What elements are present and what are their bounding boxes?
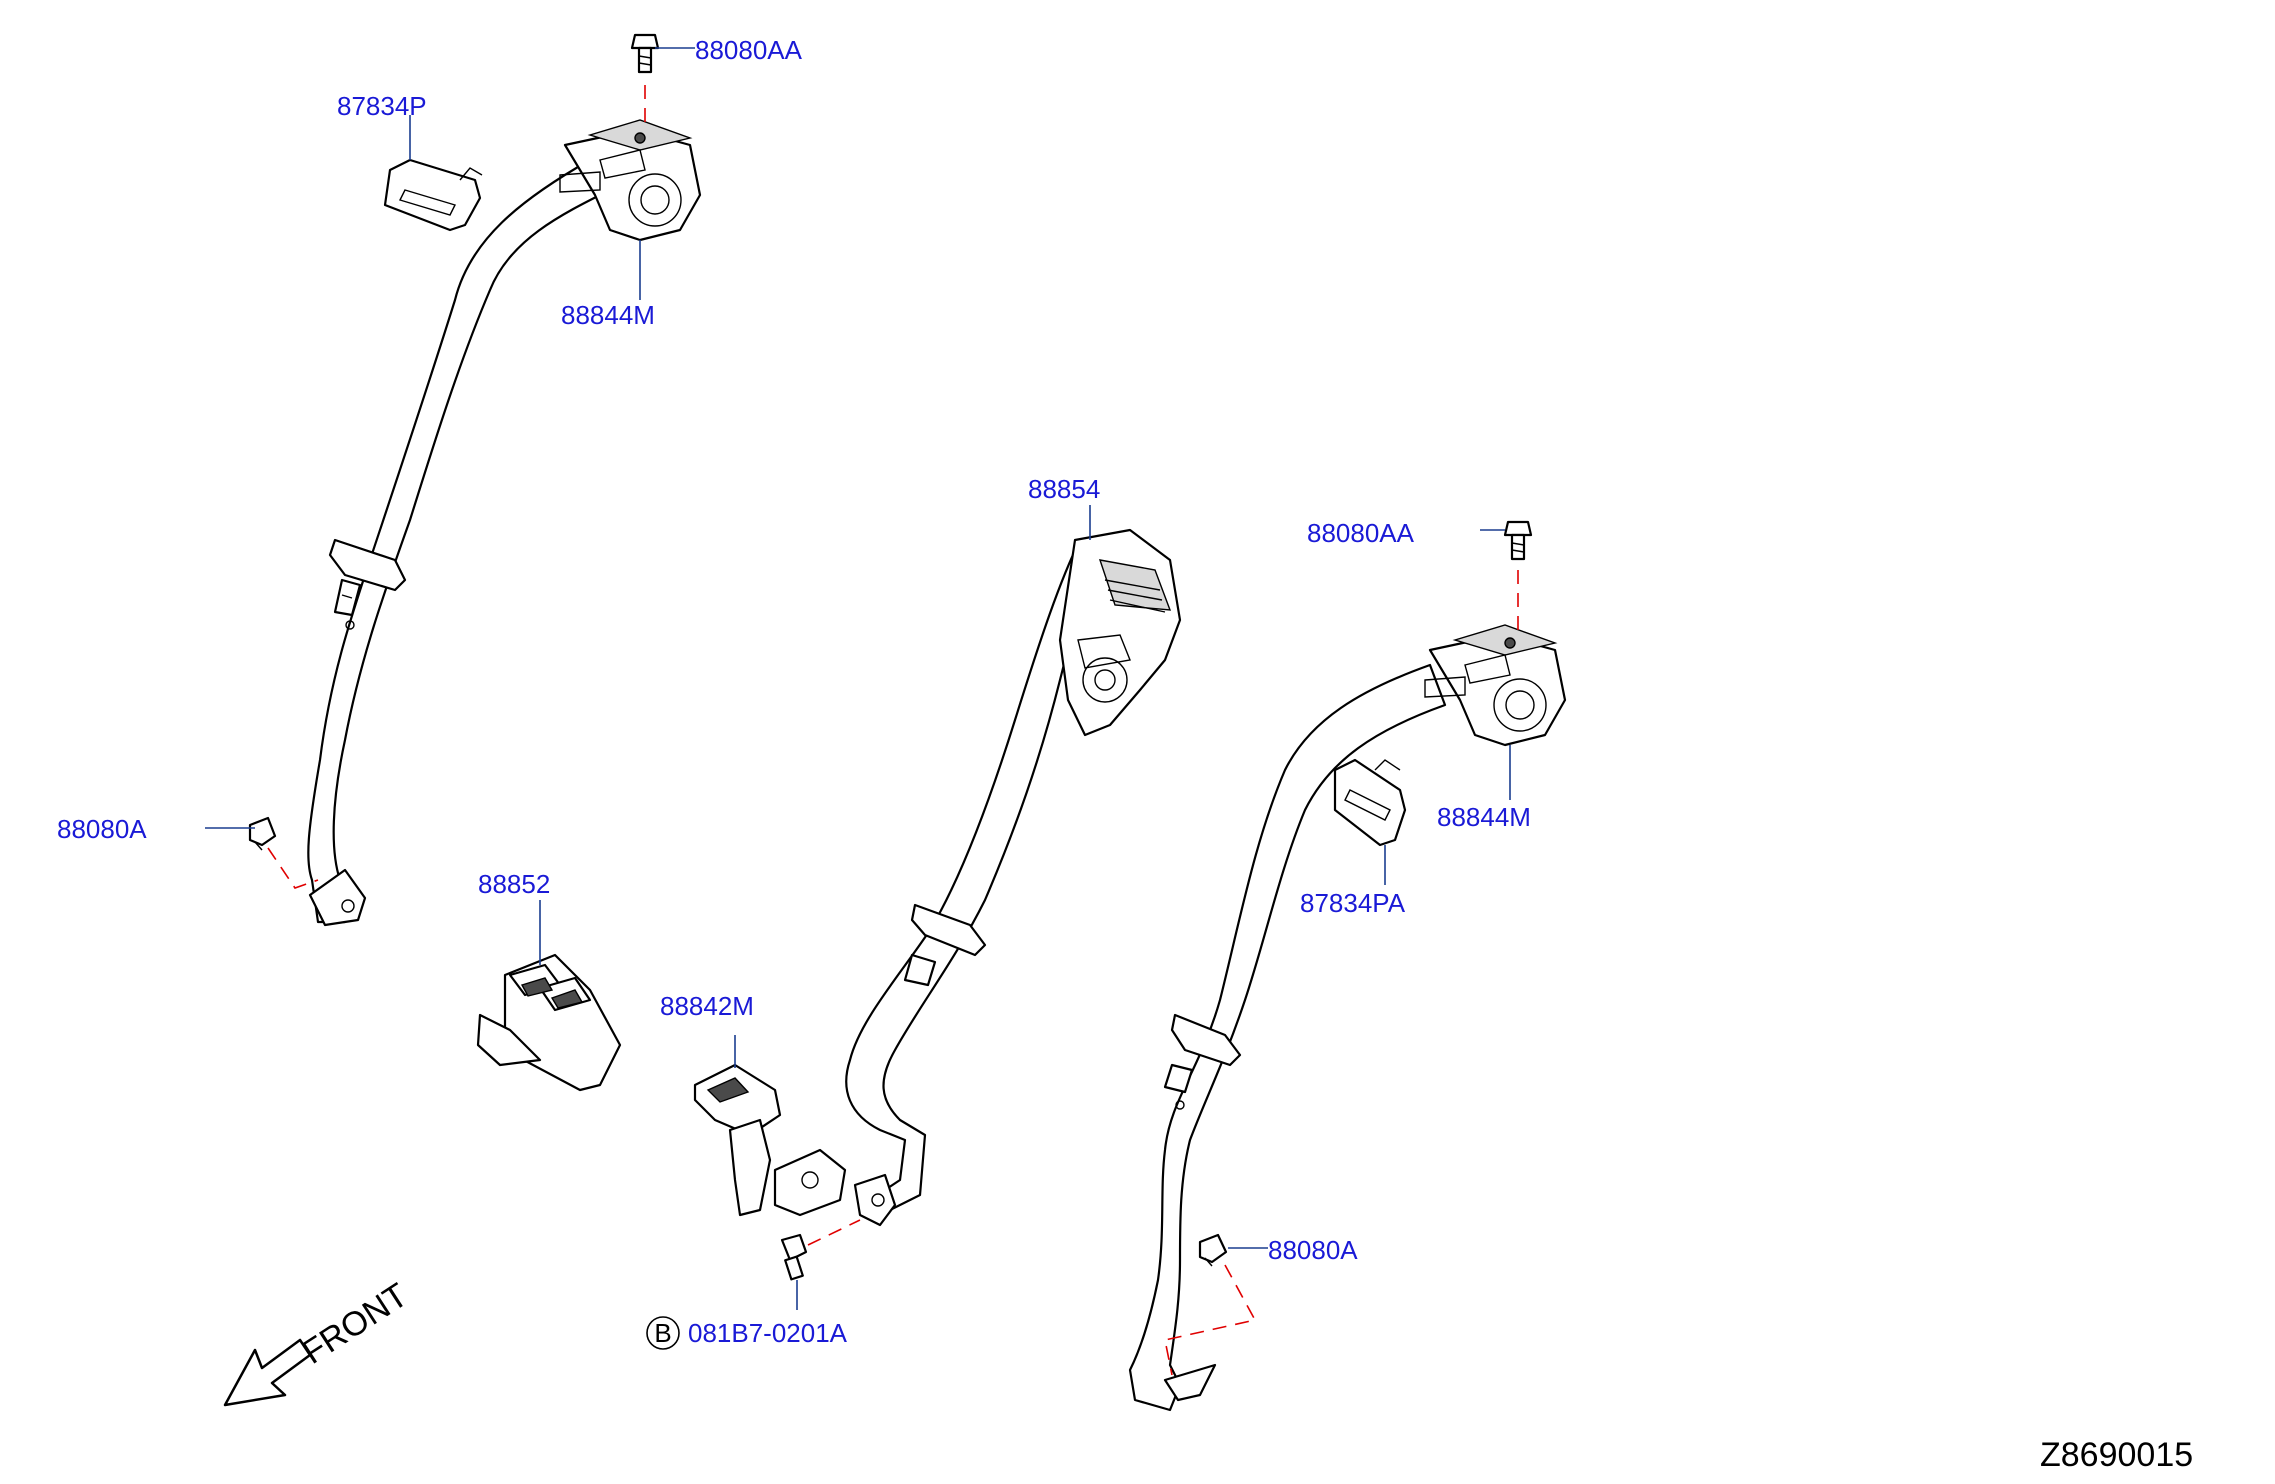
label-88080A-left: 88080A — [57, 814, 147, 844]
right-top-bolt — [1503, 520, 1533, 561]
left-trim-cover — [383, 158, 483, 232]
label-88080AA-top: 88080AA — [695, 35, 803, 65]
left-belt-latch — [328, 538, 407, 592]
label-081B7-0201A: 081B7-0201A — [688, 1318, 848, 1348]
right-bottom-bolt-dash — [1164, 1264, 1257, 1376]
callout-b-letter: B — [654, 1318, 671, 1348]
front-arrow-icon — [223, 1338, 312, 1407]
center-bolt-dash — [807, 1219, 861, 1246]
double-buckle-88852 — [476, 953, 622, 1092]
left-top-bolt — [630, 33, 660, 74]
label-88080A-right: 88080A — [1268, 1235, 1358, 1265]
label-88844M-left: 88844M — [561, 300, 655, 330]
callout-b: B — [646, 1316, 680, 1350]
label-88080AA-right: 88080AA — [1307, 518, 1415, 548]
label-88854: 88854 — [1028, 474, 1100, 504]
left-retractor — [559, 119, 702, 242]
right-seat-belt-assembly — [1128, 520, 1567, 1412]
label-88852: 88852 — [478, 869, 550, 899]
center-seat-belt-assembly — [845, 528, 1182, 1227]
diagram-id: Z8690015 — [2040, 1436, 2193, 1474]
center-retractor — [1058, 528, 1182, 737]
right-bottom-bolt — [1198, 1233, 1228, 1267]
right-belt-webbing — [1128, 663, 1447, 1412]
label-87834P: 87834P — [337, 91, 427, 121]
front-label: FRONT — [296, 1276, 415, 1372]
left-bottom-bolt — [248, 816, 277, 851]
center-anchor-plate — [853, 1173, 897, 1227]
left-bottom-bolt-dash — [267, 847, 319, 889]
label-88842M: 88842M — [660, 991, 754, 1021]
label-87834PA: 87834PA — [1300, 888, 1406, 918]
leader-lines — [205, 47, 1511, 1310]
right-retractor — [1424, 624, 1567, 747]
center-bolt-081B7 — [780, 1233, 808, 1281]
front-direction-arrow: FRONT — [223, 1276, 415, 1407]
left-belt-webbing — [307, 158, 612, 924]
label-88844M-right: 88844M — [1437, 802, 1531, 832]
right-trim-cover — [1333, 758, 1407, 847]
left-seat-belt-assembly — [248, 33, 702, 927]
single-buckle-88842M — [693, 1063, 847, 1217]
right-anchor-plate — [1163, 1363, 1217, 1402]
